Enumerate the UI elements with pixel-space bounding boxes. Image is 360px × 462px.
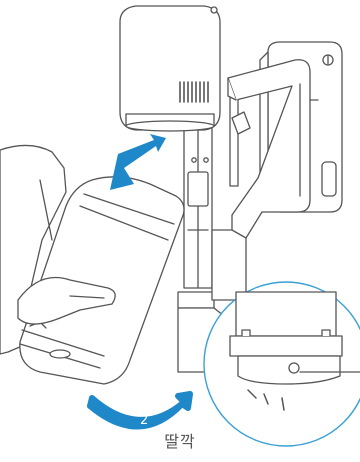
vacuum-handle-icon	[228, 60, 318, 238]
click-caption: 딸깍	[0, 428, 360, 452]
zoom-detail-icon	[204, 282, 360, 446]
dust-bin-top-icon	[120, 6, 220, 131]
step-2-label: 2	[140, 413, 148, 428]
step-1-label: 1	[134, 159, 147, 176]
arrow-curved-icon: 2	[90, 394, 190, 428]
